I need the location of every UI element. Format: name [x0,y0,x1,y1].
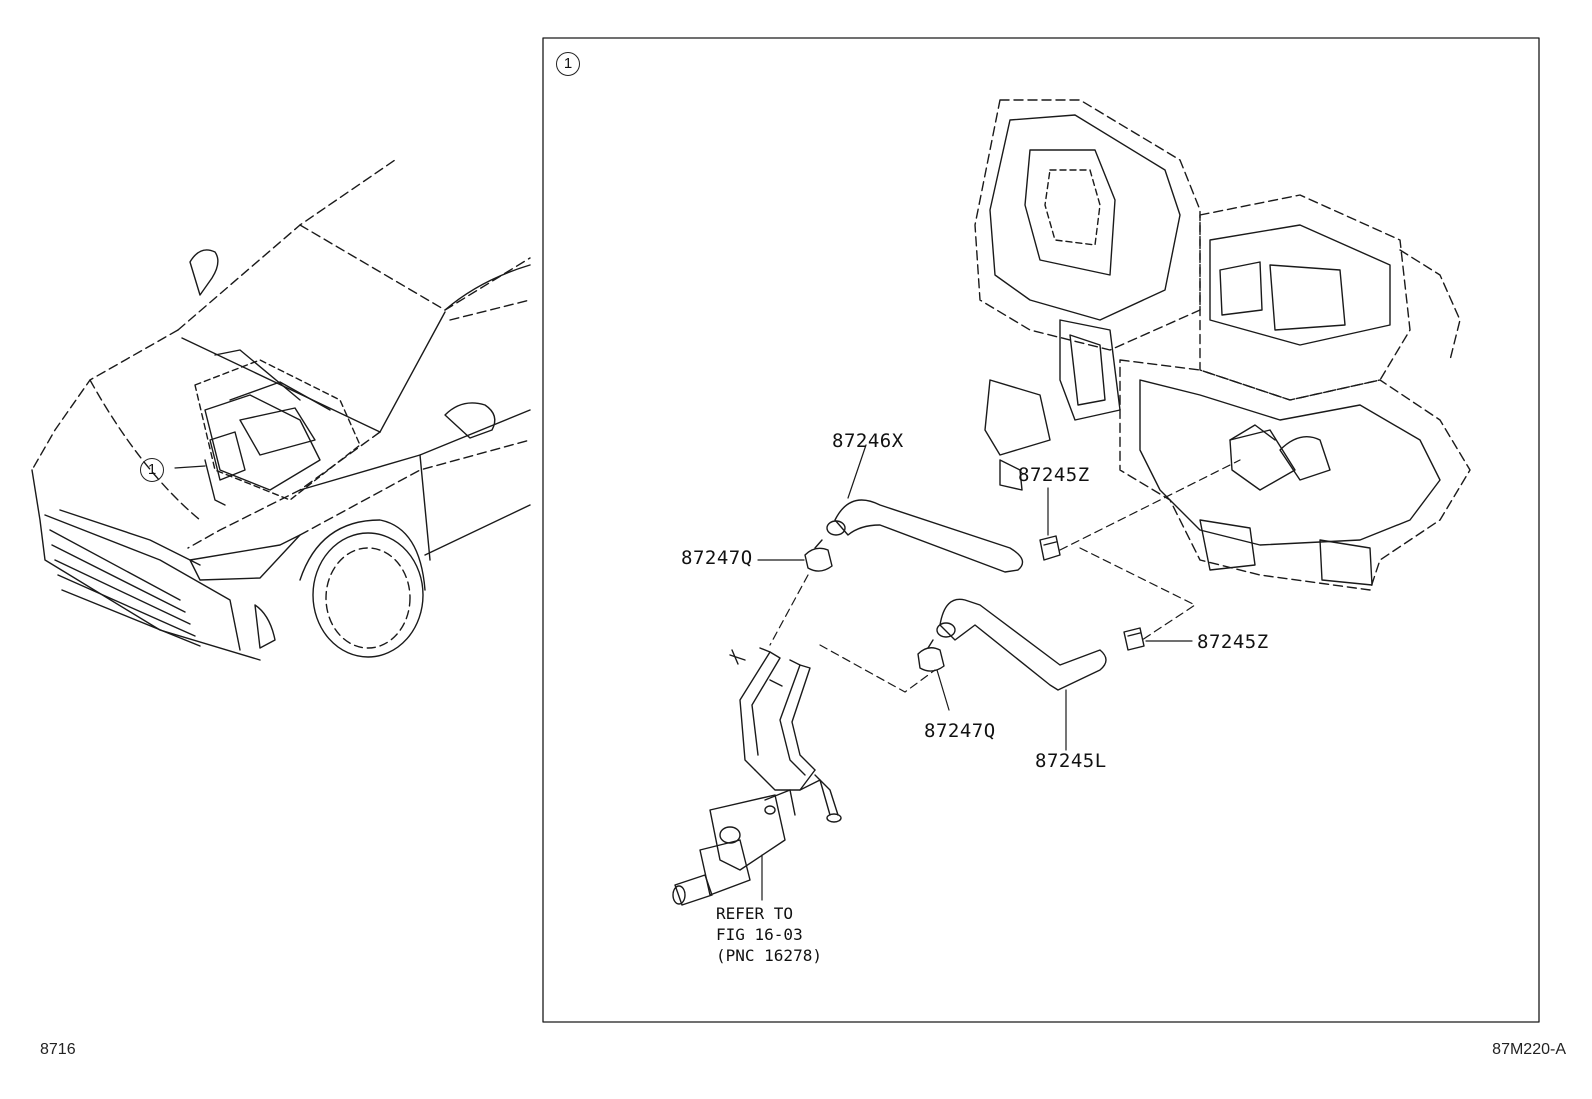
part-label-87247q-upper: 87247Q [681,547,753,569]
vehicle-overview [31,159,531,661]
refer-note: REFER TO FIG 16-03 (PNC 16278) [716,903,822,966]
refer-note-line-3: (PNC 16278) [716,946,822,965]
part-label-87245z-lower: 87245Z [1197,631,1269,653]
clamp-87247q-a [804,539,833,572]
callout-marker-detail: 1 [556,52,580,76]
hose-87245l [936,598,1107,691]
hose-87246x [826,499,1024,573]
detail-frame [542,37,1540,1023]
part-label-87246x: 87246X [832,430,904,452]
leader-lines [757,444,1193,901]
refer-note-line-1: REFER TO [716,904,794,923]
connector-lines [769,459,1241,693]
footer-right-code: 87M220-A [1492,1041,1566,1058]
refer-note-line-2: FIG 16-03 [716,925,803,944]
hvac-unit [974,99,1471,591]
clamp-87245z-a [1039,535,1061,561]
part-label-87245z-upper: 87245Z [1018,464,1090,486]
footer-left-code: 8716 [40,1041,76,1058]
clamp-87247q-b [917,639,945,672]
callout-marker-overview: 1 [140,458,164,482]
part-label-87247q-lower: 87247Q [924,720,996,742]
heater-pipe-assembly [672,647,842,906]
part-label-87245l: 87245L [1035,750,1107,772]
clamp-87245z-b [1123,627,1145,651]
